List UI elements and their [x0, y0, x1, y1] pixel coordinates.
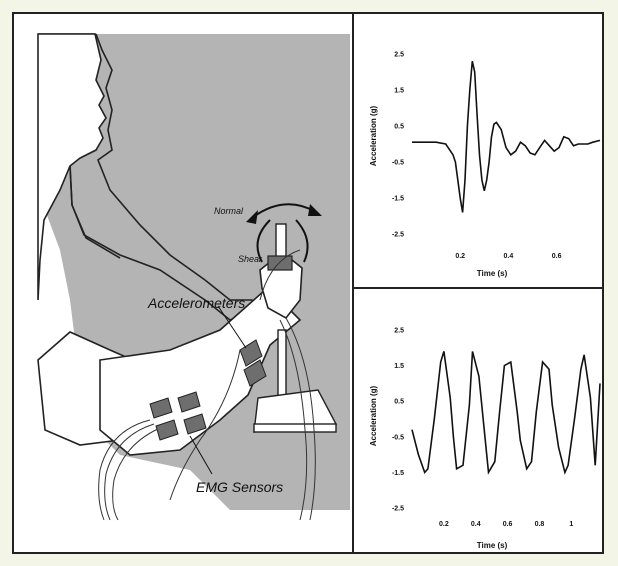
forearm — [99, 288, 302, 456]
x-tick-label: 0.4 — [471, 521, 481, 528]
emg-sensors-leader — [189, 435, 213, 475]
y-axis-title: Acceleration (g) — [369, 105, 378, 166]
y-tick-label: 0.5 — [394, 399, 404, 406]
y-tick-label: -2.5 — [392, 506, 404, 513]
emg-sensors-label: EMG Sensors — [196, 479, 283, 495]
horizontal-divider — [352, 287, 604, 289]
y-tick-label: 2.5 — [394, 328, 404, 335]
shoulder-outline — [69, 165, 121, 259]
x-tick-label: 0.6 — [503, 521, 513, 528]
y-tick-label: -0.5 — [392, 160, 404, 167]
series-line — [412, 61, 601, 213]
stand-post — [277, 329, 287, 401]
emg-sensor — [155, 419, 179, 441]
y-tick-label: 2.5 — [394, 52, 404, 59]
acceleration-chart-bottom: Acceleration (g) Time (s) 2.5 1.5 0.5 -0.5 -… — [369, 328, 601, 550]
x-tick-label: 0.2 — [439, 521, 449, 528]
x-tick-label: 1 — [569, 521, 573, 528]
accelerometers-label: Accelerometers — [147, 295, 245, 311]
normal-label: Normal — [214, 206, 244, 216]
y-tick-label: -1.5 — [392, 470, 404, 477]
x-tick-label: 0.6 — [552, 253, 562, 260]
stand-base-edge — [253, 423, 337, 433]
y-tick-label: -0.5 — [392, 434, 404, 441]
normal-arrow-left-head — [246, 210, 258, 224]
y-tick-label: -2.5 — [392, 232, 404, 239]
torso — [37, 33, 107, 301]
emg-sensor — [149, 397, 173, 419]
x-axis-title: Time (s) — [477, 269, 508, 278]
normal-arrow-right-head — [308, 204, 322, 216]
accelerometers-leader — [217, 305, 247, 349]
shear-arrow — [256, 219, 271, 263]
y-tick-label: 1.5 — [394, 363, 404, 370]
y-tick-label: -1.5 — [392, 196, 404, 203]
accelerometer-sensor — [243, 359, 267, 387]
accelerometer-sensor — [239, 339, 263, 367]
acceleration-chart-top: Acceleration (g) Time (s) 2.5 1.5 0.5 -0.5 -… — [369, 52, 601, 278]
x-tick-label: 0.2 — [455, 253, 465, 260]
emg-sensor — [177, 391, 201, 413]
shear-label: Shear — [238, 254, 263, 264]
shear-arrow-right — [295, 219, 309, 263]
x-tick-label: 0.8 — [535, 521, 545, 528]
y-tick-label: 0.5 — [394, 124, 404, 131]
series-line — [411, 351, 601, 475]
vertical-divider — [352, 12, 354, 554]
x-tick-label: 0.4 — [504, 253, 514, 260]
arm-illustration: Normal Shear Accelerometers EMG Sensors — [37, 33, 350, 521]
y-tick-label: 1.5 — [394, 88, 404, 95]
sensor-wires — [98, 249, 316, 521]
emg-sensor — [183, 413, 207, 435]
y-axis-title: Acceleration (g) — [369, 385, 378, 446]
x-axis-title: Time (s) — [477, 541, 508, 550]
force-sensor — [267, 255, 293, 271]
